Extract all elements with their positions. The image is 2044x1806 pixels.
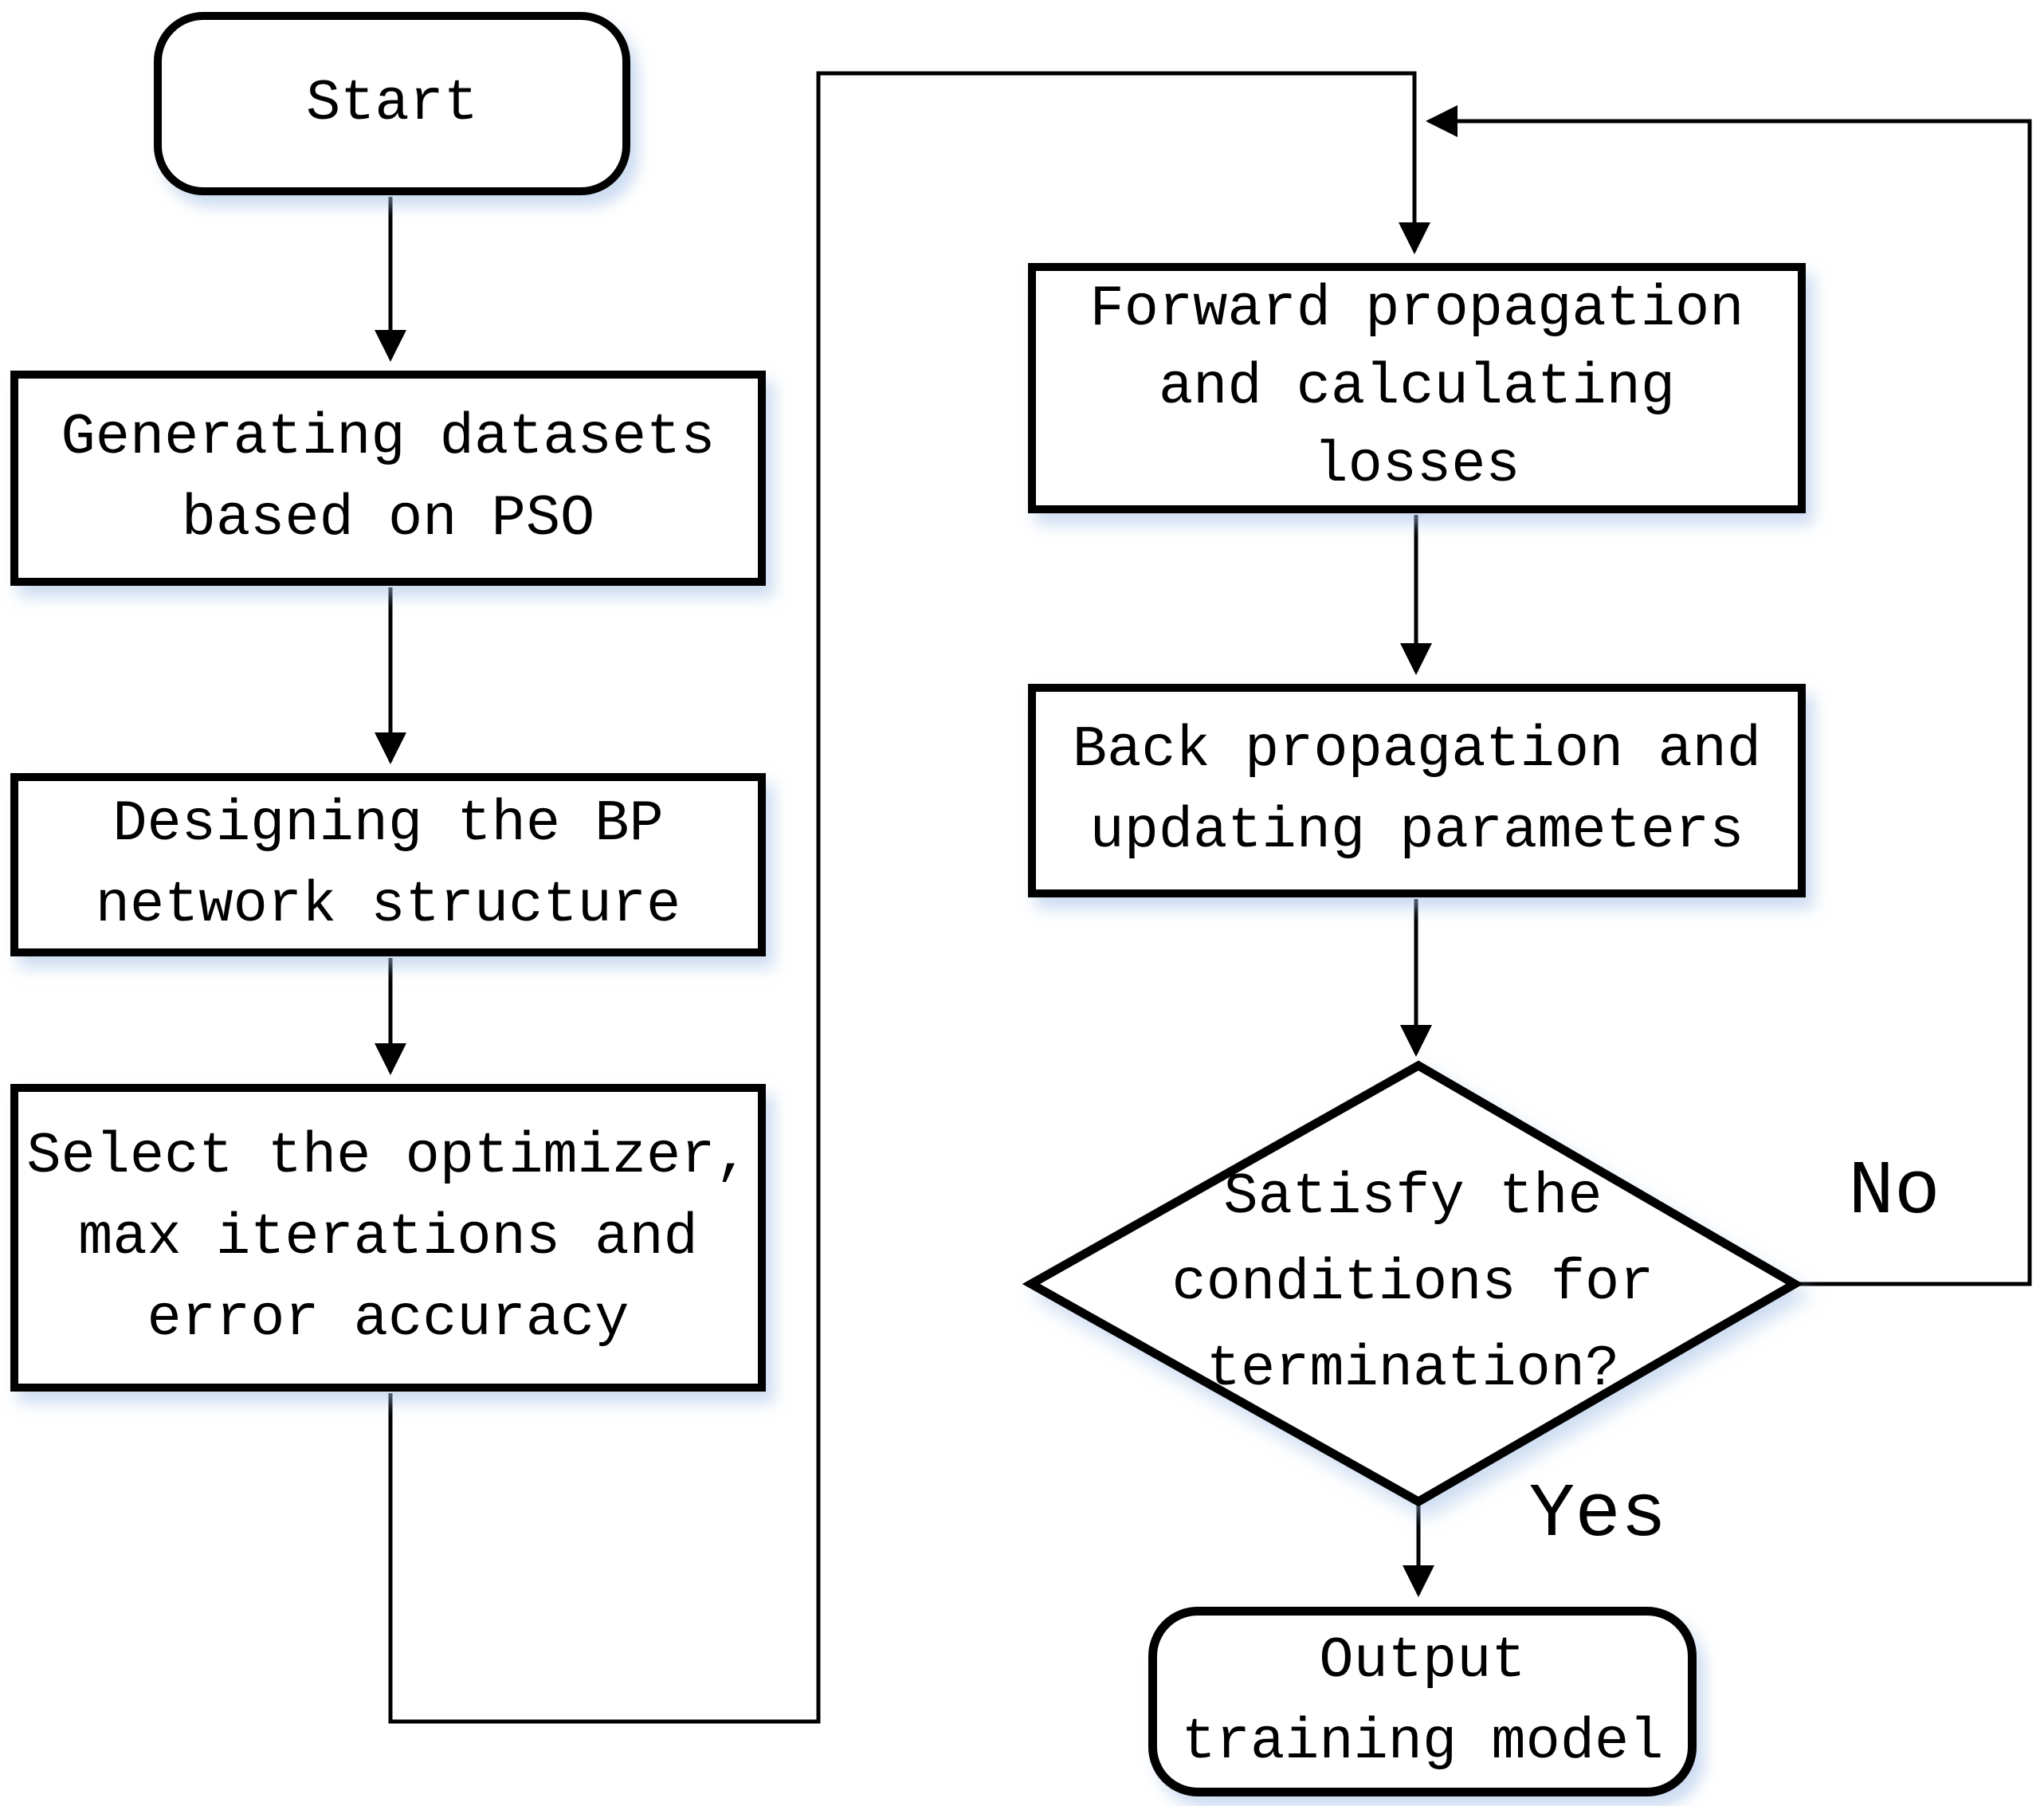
diamond-outline xyxy=(1022,1060,1803,1507)
node-generate-datasets: Generating datasets based on PSO xyxy=(10,371,766,586)
node-decision-label: Satisfy the conditions for termination? xyxy=(1171,1164,1654,1402)
edge-label-no: No xyxy=(1848,1148,1940,1235)
node-start: Start xyxy=(154,12,630,195)
node-back-propagation: Back propagation and updating parameters xyxy=(1028,684,1806,897)
edge-label-yes: Yes xyxy=(1528,1470,1667,1558)
edge-decision-no-feedback xyxy=(1426,105,2032,1286)
node-select-optimizer: Select the optimizer, max iterations and… xyxy=(10,1084,766,1392)
edge-select-to-forward-loop xyxy=(388,71,1430,1724)
node-output-model: Output training model xyxy=(1148,1607,1697,1796)
node-forward-propagation: Forward propagation and calculating loss… xyxy=(1028,263,1806,513)
node-design-network: Designing the BP network structure xyxy=(10,773,766,956)
